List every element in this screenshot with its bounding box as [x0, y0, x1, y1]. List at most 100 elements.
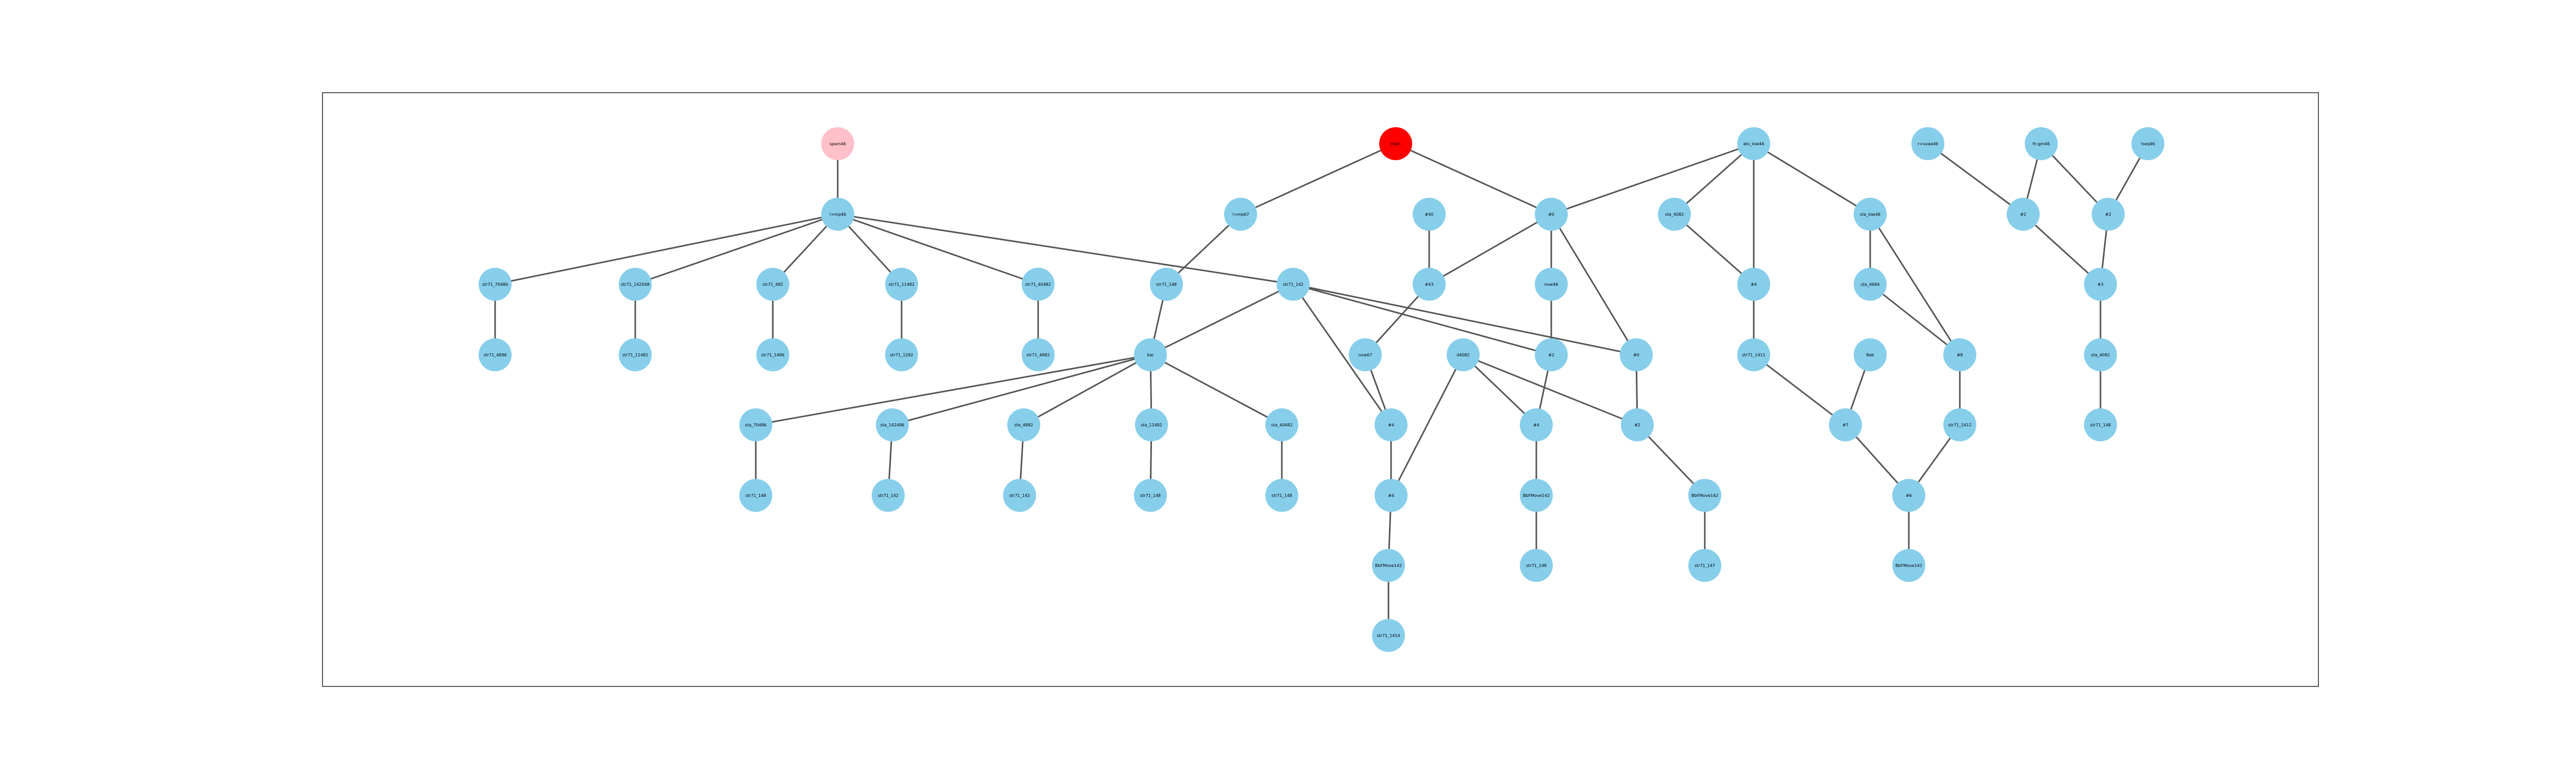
- node-circle: [739, 479, 772, 512]
- node-circle: [1372, 549, 1405, 582]
- graph-node: str71_142: [1003, 479, 1036, 512]
- node-label: str71_148: [1526, 563, 1547, 568]
- graph-node: str71_4896: [479, 338, 512, 371]
- graph-node: r=uvaa46: [1911, 127, 1944, 160]
- graph-node: #43: [1413, 268, 1446, 301]
- node-circle: [2084, 338, 2117, 371]
- node-circle: [1854, 268, 1887, 301]
- graph-node: sta_11482: [1135, 408, 1168, 441]
- graph-node: #2: [2092, 198, 2125, 231]
- node-label: str71_142: [1283, 282, 1303, 287]
- node-label: #4: [1533, 423, 1539, 427]
- node-label: str71_142048: [621, 282, 649, 287]
- node-label: sta_40482: [1271, 423, 1293, 427]
- node-label: str71_1414: [1377, 633, 1400, 638]
- graph-node: #40: [1413, 198, 1446, 231]
- node-circle: [756, 338, 789, 371]
- node-label: sta_4082: [1665, 212, 1684, 217]
- edge-n_d4-n_r4b: [1390, 354, 1464, 496]
- node-label: #4: [1388, 423, 1394, 427]
- node-label: spam46: [829, 142, 846, 146]
- edge-r4-r6: [2022, 213, 2102, 285]
- node-circle: [2084, 268, 2117, 301]
- edge-s142-n_f0b: [1293, 283, 1637, 356]
- node-circle: [1372, 619, 1405, 652]
- node-label: #2: [2020, 212, 2026, 217]
- graph-node: spam46: [821, 127, 854, 160]
- node-circle: [1737, 338, 1770, 371]
- graph-node: str71_1411: [1737, 338, 1770, 371]
- graph-node: str71_148: [2084, 408, 2117, 441]
- node-circle: [1737, 127, 1770, 160]
- graph-node: #6: [1892, 479, 1925, 512]
- node-label: sta_4882: [1014, 423, 1033, 427]
- edge-root-t67: [1240, 143, 1396, 215]
- node-label: BbFMove142: [1523, 493, 1550, 498]
- node-circle: [1943, 338, 1976, 371]
- graph-node: BbFMove142: [1520, 479, 1553, 512]
- graph-node: str71_142: [872, 479, 905, 512]
- graph-node: 8ab: [1854, 338, 1887, 371]
- node-label: d4082: [1456, 353, 1469, 357]
- node-label: #7: [1842, 423, 1849, 427]
- node-circle: [1892, 549, 1925, 582]
- node-label: main: [1391, 142, 1401, 146]
- node-circle: [1375, 479, 1408, 512]
- graph-node: BbFMove142: [1892, 549, 1925, 582]
- graph-node: str71_11482: [619, 338, 652, 371]
- node-circle: [2007, 198, 2040, 231]
- edge-n_sa-n_mid: [1674, 213, 1754, 285]
- node-circle: [2084, 408, 2117, 441]
- node-label: #40: [1425, 212, 1434, 217]
- node-circle: [1829, 408, 1862, 441]
- graph-node: str71_148: [1265, 479, 1298, 512]
- node-circle: [1621, 408, 1654, 441]
- node-label: str71_4896: [483, 353, 506, 357]
- node-circle: [1535, 268, 1568, 301]
- graph-node: sta_4684: [1854, 268, 1887, 301]
- graph-node: BbFMove142: [1688, 479, 1721, 512]
- node-label: str71_148: [2090, 423, 2111, 427]
- edge-sbar-c1: [755, 354, 1151, 426]
- node-circle: [1413, 268, 1446, 301]
- node-circle: [1375, 408, 1408, 441]
- graph-node: sta_4082: [2084, 338, 2117, 371]
- node-label: str71_148: [1272, 493, 1292, 498]
- node-circle: [1349, 338, 1382, 371]
- node-label: str71_142: [1009, 493, 1030, 498]
- graph-node: #4: [1375, 479, 1408, 512]
- edge-n_sh-n_c8: [1869, 214, 1961, 355]
- graph-node: str71_147: [1688, 549, 1721, 582]
- graph-node: str71_148: [739, 479, 772, 512]
- node-circle: [739, 408, 772, 441]
- edge-s142-n_r4a: [1292, 284, 1392, 425]
- node-label: BbFMove142: [1691, 493, 1718, 498]
- node-circle: [1265, 408, 1298, 441]
- node-label: #8: [1957, 353, 1963, 357]
- node-label: str71_1411: [1742, 353, 1765, 357]
- graph-node: str71_1414: [1372, 619, 1405, 652]
- graph-node: str71_11482: [885, 268, 918, 301]
- edge-n_msc-n_47: [1753, 354, 1846, 426]
- node-circle: [1135, 408, 1168, 441]
- graph-node: now67: [1349, 338, 1382, 371]
- graph-node: #4: [1375, 408, 1408, 441]
- edge-r1-r4: [1927, 143, 2024, 215]
- graph-node: str71_142: [1277, 268, 1310, 301]
- graph-node: #0: [1620, 338, 1653, 371]
- node-label: str71_147: [1694, 563, 1715, 568]
- node-label: #2: [2105, 212, 2111, 217]
- node-label: #2: [1548, 353, 1554, 357]
- node-label: str71_1282: [890, 353, 913, 357]
- edge-n_f0-n43: [1429, 213, 1552, 285]
- node-circle: [1688, 479, 1721, 512]
- node-circle: [1620, 338, 1653, 371]
- node-label: #4: [1751, 282, 1757, 287]
- node-circle: [1150, 268, 1183, 301]
- graph-node: str71_1486: [756, 338, 789, 371]
- node-circle: [1022, 268, 1055, 301]
- edge-n_imp_l-l2: [635, 213, 838, 285]
- node-circle: [1520, 408, 1553, 441]
